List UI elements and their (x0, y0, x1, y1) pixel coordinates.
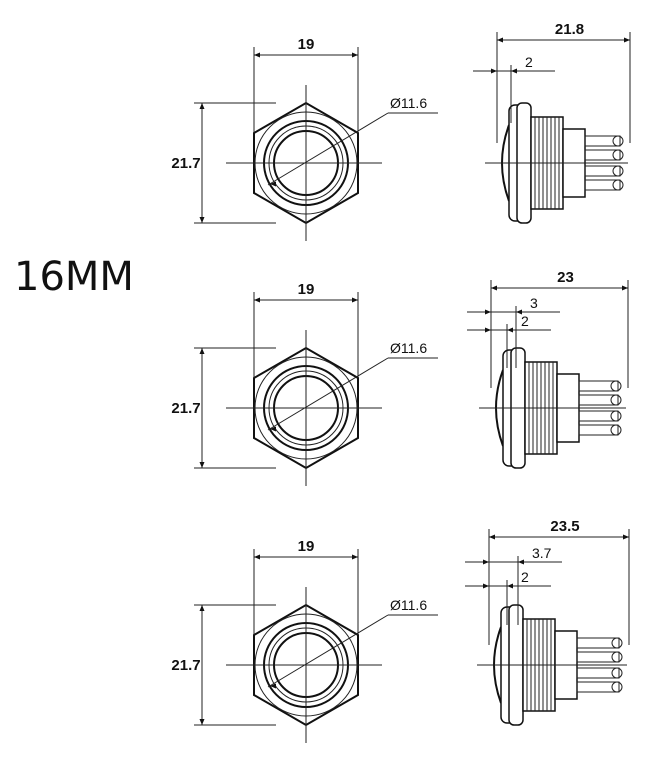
length-label: 21.8 (555, 21, 584, 38)
terminal-tab (612, 165, 624, 177)
height-arrow-top (199, 605, 205, 611)
length-label: 23 (557, 269, 574, 286)
terminal-pin (584, 135, 621, 147)
offset-label: 3.7 (532, 545, 552, 561)
terminal-tab (610, 410, 622, 422)
side-view: 23 32 (467, 269, 629, 469)
terminal-pin (578, 424, 619, 436)
height-label: 21.7 (171, 155, 200, 172)
terminal-pin (578, 410, 619, 422)
height-label: 21.7 (171, 400, 200, 417)
diameter-label: Ø11.6 (390, 340, 427, 356)
width-label: 19 (298, 36, 315, 53)
height-arrow-bottom (199, 462, 205, 468)
diameter-leader-line (267, 112, 389, 186)
width-arrow-left (254, 297, 260, 303)
terminal-tab (610, 394, 622, 406)
width-arrow-right (352, 297, 358, 303)
diameter-leader-line (267, 357, 389, 431)
terminal-tab (612, 135, 624, 147)
offset-arrow-left (485, 309, 491, 315)
terminal-tab (611, 667, 623, 679)
length-arrow-left (489, 534, 495, 540)
diameter-leader-line (267, 614, 389, 688)
length-arrow-right (623, 534, 629, 540)
diameter-arrow (270, 426, 276, 432)
offset-label: 2 (521, 569, 529, 585)
side-view: 23.5 3.72 (465, 518, 630, 726)
drawing-row-3: 19 21.7 Ø11.6 23.5 3.72 (171, 518, 630, 743)
width-label: 19 (298, 538, 315, 555)
width-label: 19 (298, 281, 315, 298)
terminal-tab (611, 681, 623, 693)
terminal-pin (576, 651, 620, 663)
diameter-arrow (270, 181, 276, 187)
terminal-tab (610, 380, 622, 392)
terminal-pin (584, 179, 621, 191)
offset-arrow-right (511, 68, 517, 74)
offset-arrow-right (507, 583, 513, 589)
offset-arrow-right (518, 559, 524, 565)
terminal-pin (578, 394, 619, 406)
offset-arrow-right (516, 309, 522, 315)
terminal-pin (578, 380, 619, 392)
front-view: 19 21.7 Ø11.6 (171, 281, 438, 486)
drawing-row-2: 19 21.7 Ø11.6 23 32 (171, 269, 629, 486)
height-arrow-top (199, 348, 205, 354)
side-view: 21.82 (473, 21, 631, 224)
diameter-arrow (270, 683, 276, 689)
terminal-tab (610, 424, 622, 436)
terminal-pin (584, 149, 621, 161)
offset-arrow-left (491, 68, 497, 74)
terminal-pin (576, 667, 620, 679)
terminal-tab (612, 179, 624, 191)
terminal-tab (611, 637, 623, 649)
length-arrow-right (622, 285, 628, 291)
width-arrow-right (352, 554, 358, 560)
front-view: 19 21.7 Ø11.6 (171, 36, 438, 241)
length-arrow-left (491, 285, 497, 291)
terminal-pin (584, 165, 621, 177)
length-arrow-right (624, 37, 630, 43)
offset-label: 2 (521, 313, 529, 329)
length-label: 23.5 (550, 518, 579, 535)
terminal-tab (611, 651, 623, 663)
drawing-rows: 1921.7Ø11.621.821921.7Ø11.623321921.7Ø11… (171, 21, 631, 743)
offset-label: 3 (530, 295, 538, 311)
size-title: 16MM (14, 254, 134, 300)
height-arrow-bottom (199, 217, 205, 223)
length-arrow-left (497, 37, 503, 43)
width-arrow-left (254, 554, 260, 560)
offset-label: 2 (525, 54, 533, 70)
diameter-label: Ø11.6 (390, 95, 427, 111)
terminal-pin (576, 681, 620, 693)
offset-arrow-left (483, 583, 489, 589)
offset-arrow-right (507, 327, 513, 333)
width-arrow-left (254, 52, 260, 58)
offset-arrow-left (485, 327, 491, 333)
front-view: 19 21.7 Ø11.6 (171, 538, 438, 743)
terminal-pin (576, 637, 620, 649)
height-label: 21.7 (171, 657, 200, 674)
height-arrow-top (199, 103, 205, 109)
width-arrow-right (352, 52, 358, 58)
diameter-label: Ø11.6 (390, 597, 427, 613)
height-arrow-bottom (199, 719, 205, 725)
offset-arrow-left (483, 559, 489, 565)
terminal-tab (612, 149, 624, 161)
